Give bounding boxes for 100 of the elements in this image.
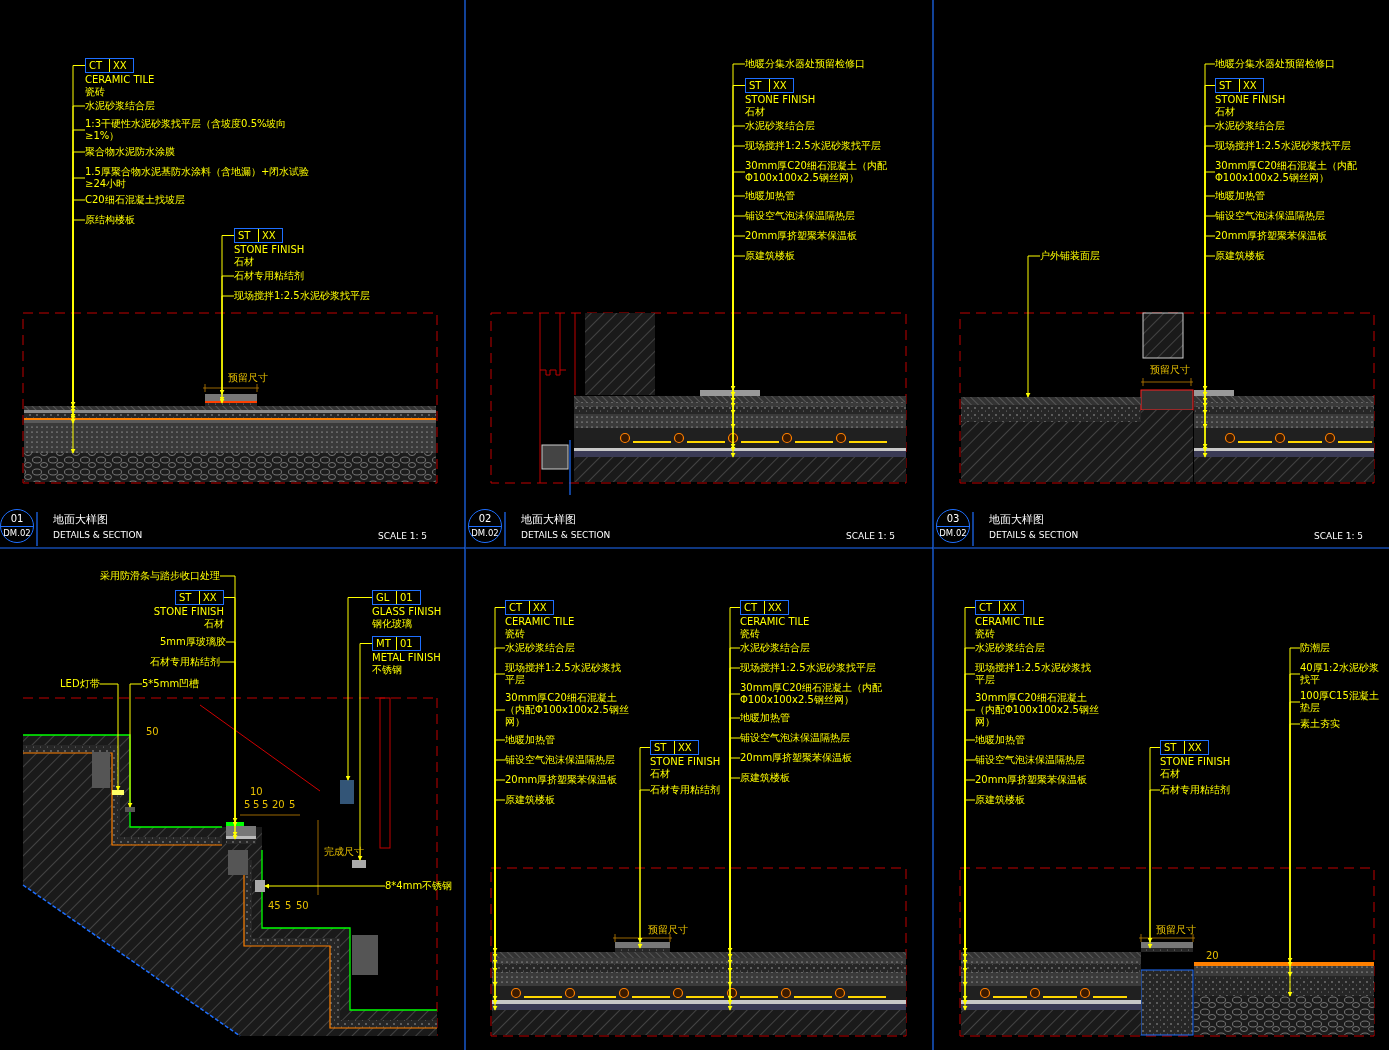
material-code: ST bbox=[1218, 79, 1233, 92]
material-name: GLASS FINISH bbox=[372, 606, 442, 618]
stone-inlay bbox=[205, 394, 257, 401]
callout-text: 水泥砂浆结合层 bbox=[745, 120, 815, 132]
material-name: STONE FINISH bbox=[234, 244, 305, 256]
callout-text: 1.5厚聚合物水泥基防水涂料（含地漏）+闭水试验≥24小时 bbox=[85, 166, 315, 190]
callout-text: 30mm厚C20细石混凝土（内配Φ100x100x2.5钢丝网） bbox=[745, 160, 915, 184]
stone-inlay bbox=[615, 942, 670, 948]
material-name-chinese: 瓷砖 bbox=[740, 628, 760, 640]
leader-line bbox=[99, 683, 121, 791]
leader-line bbox=[127, 683, 143, 808]
floor-layer bbox=[492, 952, 906, 958]
floor-layer bbox=[1194, 451, 1374, 457]
material-tag bbox=[85, 58, 134, 73]
callout-text: 现场搅拌1:2.5水泥砂浆找平层 bbox=[740, 662, 920, 674]
leader-line bbox=[219, 575, 238, 823]
floor-layer bbox=[1194, 976, 1374, 996]
floor-layer bbox=[615, 948, 670, 952]
drawing-subtitle: DETAILS & SECTION bbox=[53, 530, 143, 541]
callout-text: 铺设空气泡沫保温隔热层 bbox=[1215, 210, 1325, 222]
material-number: XX bbox=[199, 591, 223, 604]
floor-layer bbox=[24, 413, 436, 418]
floor-layer bbox=[574, 414, 906, 428]
leader-line bbox=[223, 597, 238, 827]
leader-line bbox=[637, 747, 651, 943]
floor-layer bbox=[961, 958, 1141, 964]
floor-layer bbox=[492, 972, 906, 986]
callout-text: 石材专用粘结剂 bbox=[1160, 784, 1230, 796]
material-name-chinese: 瓷砖 bbox=[505, 628, 525, 640]
callout-text: 素土夯实 bbox=[1300, 718, 1340, 730]
callout-text: 20mm厚挤塑聚苯保温板 bbox=[505, 774, 618, 786]
callout-text: 30mm厚C20细石混凝土（内配Φ100x100x2.5钢丝网） bbox=[740, 682, 920, 706]
floor-layer bbox=[961, 397, 1141, 405]
callout-text: 采用防滑条与踏步收口处理 bbox=[100, 570, 220, 582]
callout-text: 30mm厚C20细石混凝土（内配Φ100x100x2.5钢丝网） bbox=[1215, 160, 1380, 184]
leader-line bbox=[357, 643, 373, 861]
callout-text: 100厚C15混凝土垫层 bbox=[1300, 690, 1385, 714]
material-code: CT bbox=[508, 601, 524, 614]
material-number: XX bbox=[999, 601, 1023, 614]
dimension-text: 50 bbox=[146, 726, 159, 738]
material-name: STONE FINISH bbox=[650, 756, 721, 768]
leader-line bbox=[219, 275, 235, 402]
material-name: CERAMIC TILE bbox=[740, 616, 810, 628]
material-name: STONE FINISH bbox=[1215, 94, 1286, 106]
material-code: CT bbox=[978, 601, 994, 614]
floor-layer bbox=[1194, 402, 1374, 407]
callout-text: 水泥砂浆结合层 bbox=[740, 642, 810, 654]
callout-text: 20mm厚挤塑聚苯保温板 bbox=[740, 752, 853, 764]
detail-number: 03 bbox=[945, 513, 961, 525]
material-code: CT bbox=[743, 601, 759, 614]
floor-layer bbox=[1194, 396, 1374, 402]
callout-text: 地暖加热管 bbox=[745, 190, 795, 202]
floor-layer bbox=[24, 410, 436, 413]
scale-text: SCALE 1: 5 bbox=[1314, 531, 1364, 542]
metal-trim bbox=[352, 860, 366, 868]
callout-text: 现场搅拌1:2.5水泥砂浆找平层 bbox=[745, 140, 881, 152]
material-number: 01 bbox=[396, 591, 420, 604]
callout-text: 防潮层 bbox=[1300, 642, 1330, 654]
material-number: XX bbox=[1239, 79, 1263, 92]
sheet-number: DM.02 bbox=[938, 528, 968, 539]
dimension-text: 50 bbox=[296, 900, 309, 912]
dimension-text: 预留尺寸 bbox=[1150, 364, 1190, 376]
material-name-chinese: 石材 bbox=[1215, 106, 1235, 118]
floor-layer bbox=[961, 964, 1141, 972]
callout-text: 水泥砂浆结合层 bbox=[85, 100, 155, 112]
callout-text: 现场搅拌1:2.5水泥砂浆找平层 bbox=[1215, 140, 1351, 152]
material-name: STONE FINISH bbox=[153, 606, 224, 618]
dimension-text: 10 bbox=[250, 786, 263, 798]
material-tag bbox=[740, 600, 789, 615]
floor-layer bbox=[1194, 962, 1374, 966]
sheet-number: DM.02 bbox=[2, 528, 32, 539]
callout-text: 原建筑楼板 bbox=[1215, 250, 1265, 262]
floor-layer bbox=[24, 406, 436, 410]
callout-text: 铺设空气泡沫保温隔热层 bbox=[505, 754, 615, 766]
adhesive-layer bbox=[226, 839, 256, 844]
callout-text: 20mm厚挤塑聚苯保温板 bbox=[1215, 230, 1328, 242]
material-number: XX bbox=[1184, 741, 1208, 754]
material-name-chinese: 石材 bbox=[234, 256, 254, 268]
material-tag bbox=[975, 600, 1024, 615]
callout-text: 铺设空气泡沫保温隔热层 bbox=[975, 754, 1085, 766]
material-name: CERAMIC TILE bbox=[85, 74, 155, 86]
material-code: ST bbox=[1163, 741, 1178, 754]
callout-text: 现场搅拌1:2.5水泥砂浆找平层 bbox=[505, 662, 630, 686]
callout-text: 原建筑楼板 bbox=[745, 250, 795, 262]
floor-layer bbox=[205, 403, 257, 406]
material-number: XX bbox=[109, 59, 133, 72]
floor-layer bbox=[1194, 457, 1374, 482]
drawing-title: 地面大样图 bbox=[53, 513, 108, 527]
callout-text: LED灯带 bbox=[60, 678, 100, 690]
dimension-text: 5 bbox=[253, 799, 260, 811]
leader-line bbox=[1147, 789, 1161, 949]
material-name: CERAMIC TILE bbox=[505, 616, 575, 628]
callout-text: 5mm厚玻璃胶 bbox=[160, 636, 226, 648]
callout-text: 聚合物水泥防水涂膜 bbox=[85, 146, 175, 158]
leader-line bbox=[225, 641, 238, 837]
callout-text: 原建筑楼板 bbox=[740, 772, 790, 784]
material-code: ST bbox=[178, 591, 193, 604]
material-number: XX bbox=[529, 601, 553, 614]
material-tag bbox=[372, 636, 421, 651]
leader-line bbox=[219, 661, 238, 840]
